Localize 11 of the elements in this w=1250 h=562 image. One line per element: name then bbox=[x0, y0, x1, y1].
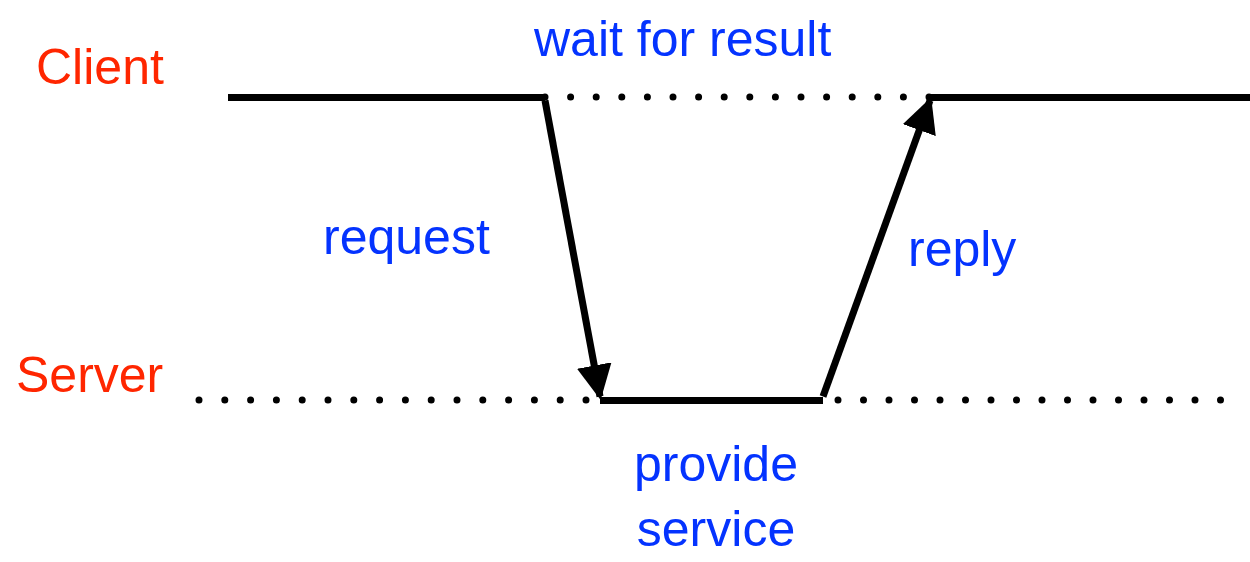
role-label: Server bbox=[16, 350, 164, 400]
timeline-bar bbox=[228, 93, 545, 101]
edge-label: request bbox=[323, 212, 490, 262]
activity-label: provide service bbox=[633, 435, 799, 559]
state-label: wait for result bbox=[534, 14, 832, 64]
edge-label: reply bbox=[908, 224, 1017, 274]
arrow bbox=[819, 97, 936, 398]
timeline-bar bbox=[600, 396, 823, 404]
role-label: Client bbox=[36, 42, 164, 92]
arrow bbox=[541, 99, 612, 400]
timeline-bar bbox=[930, 93, 1250, 101]
